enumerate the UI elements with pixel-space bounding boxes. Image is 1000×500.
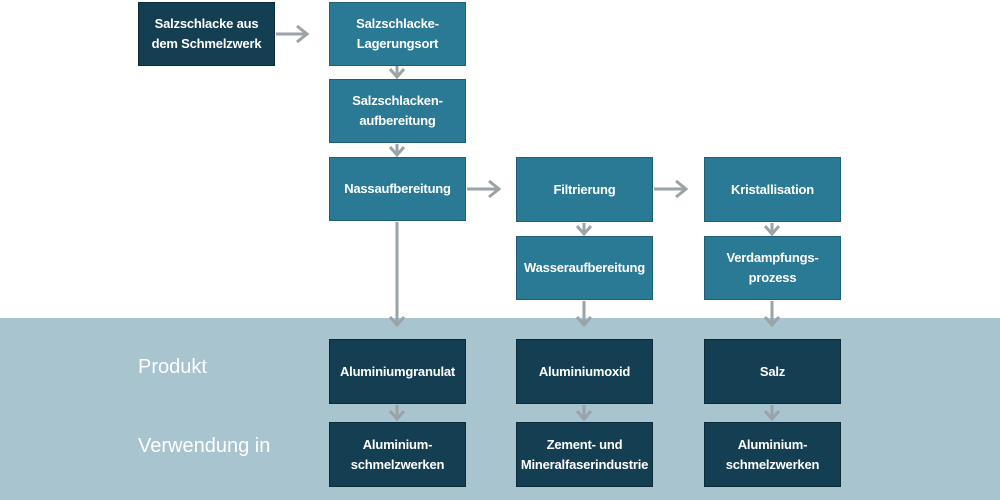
product-granulate: Aluminiumgranulat	[329, 339, 466, 404]
node-crystallisation: Kristallisation	[704, 157, 841, 222]
arrow-storage-to-processing	[388, 66, 406, 80]
arrow-filtration-to-water	[575, 223, 593, 237]
use-granulate: Aluminium- schmelzwerken	[329, 422, 466, 487]
arrow-processing-to-wet	[388, 144, 406, 158]
node-filtration: Filtrierung	[516, 157, 653, 222]
node-source: Salzschlacke aus dem Schmelzwerk	[138, 2, 275, 66]
use-oxide: Zement- und Mineralfaserindustrie	[516, 422, 653, 487]
usage-row-label: Verwendung in	[138, 435, 271, 457]
node-evaporation: Verdampfungs- prozess	[704, 236, 841, 300]
arrow-oxide-to-use	[575, 405, 593, 422]
arrow-filtration-to-crystallisation	[654, 179, 689, 199]
arrow-wet-to-filtration	[467, 179, 502, 199]
node-wet-processing: Nassaufbereitung	[329, 157, 466, 221]
node-storage: Salzschlacke- Lagerungsort	[329, 2, 466, 66]
use-salt: Aluminium- schmelzwerken	[704, 422, 841, 487]
arrow-crystallisation-to-evaporation	[763, 223, 781, 237]
product-oxide: Aluminiumoxid	[516, 339, 653, 404]
node-water-treatment: Wasseraufbereitung	[516, 236, 653, 300]
arrow-water-to-oxide	[575, 301, 593, 328]
node-processing: Salzschlacken- aufbereitung	[329, 79, 466, 143]
product-row-label: Produkt	[138, 356, 207, 378]
product-salt: Salz	[704, 339, 841, 404]
arrow-granulate-to-use	[388, 405, 406, 422]
arrow-evaporation-to-salt	[763, 301, 781, 328]
arrow-source-to-storage	[276, 24, 310, 44]
arrow-wet-to-granulate	[388, 222, 406, 328]
arrow-salt-to-use	[763, 405, 781, 422]
